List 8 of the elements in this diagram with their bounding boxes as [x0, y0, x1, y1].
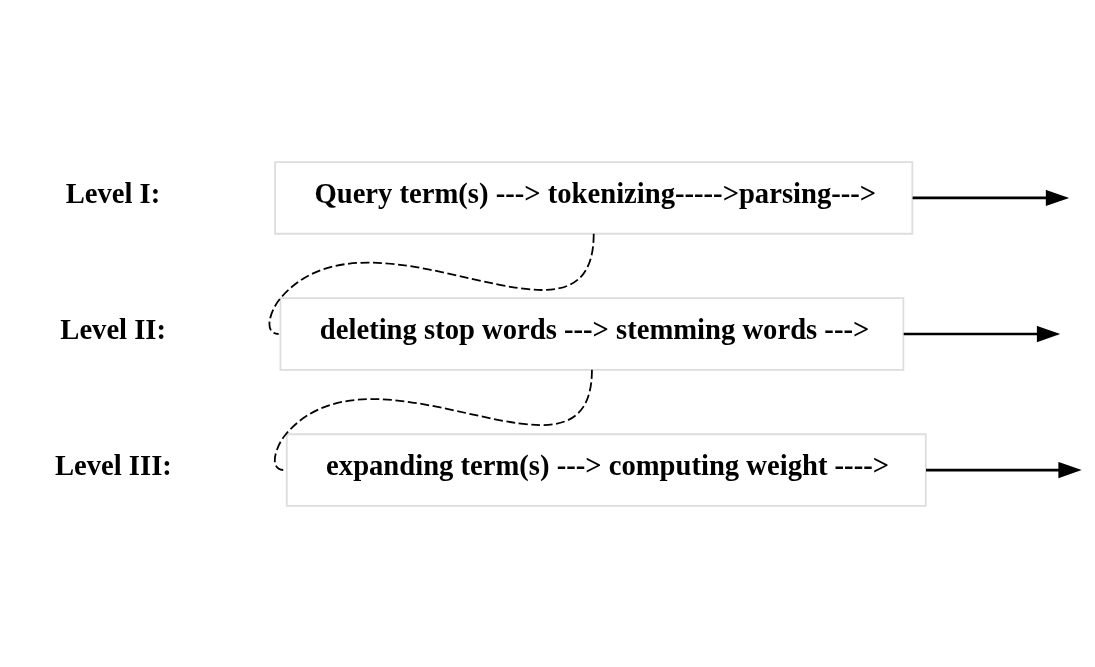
label: Level I: [65, 176, 161, 209]
label: Level III: [54, 448, 172, 481]
node-box: deleting stop words ---> stemming words ---> [279, 296, 905, 371]
node-box: expanding term(s) ---> computing weight ----> [285, 432, 927, 507]
connector [273, 368, 593, 471]
node-box: Query term(s) ---> tokenizing----->parsing---> [274, 160, 914, 235]
label: Level II: [60, 312, 167, 345]
connector [268, 232, 595, 335]
